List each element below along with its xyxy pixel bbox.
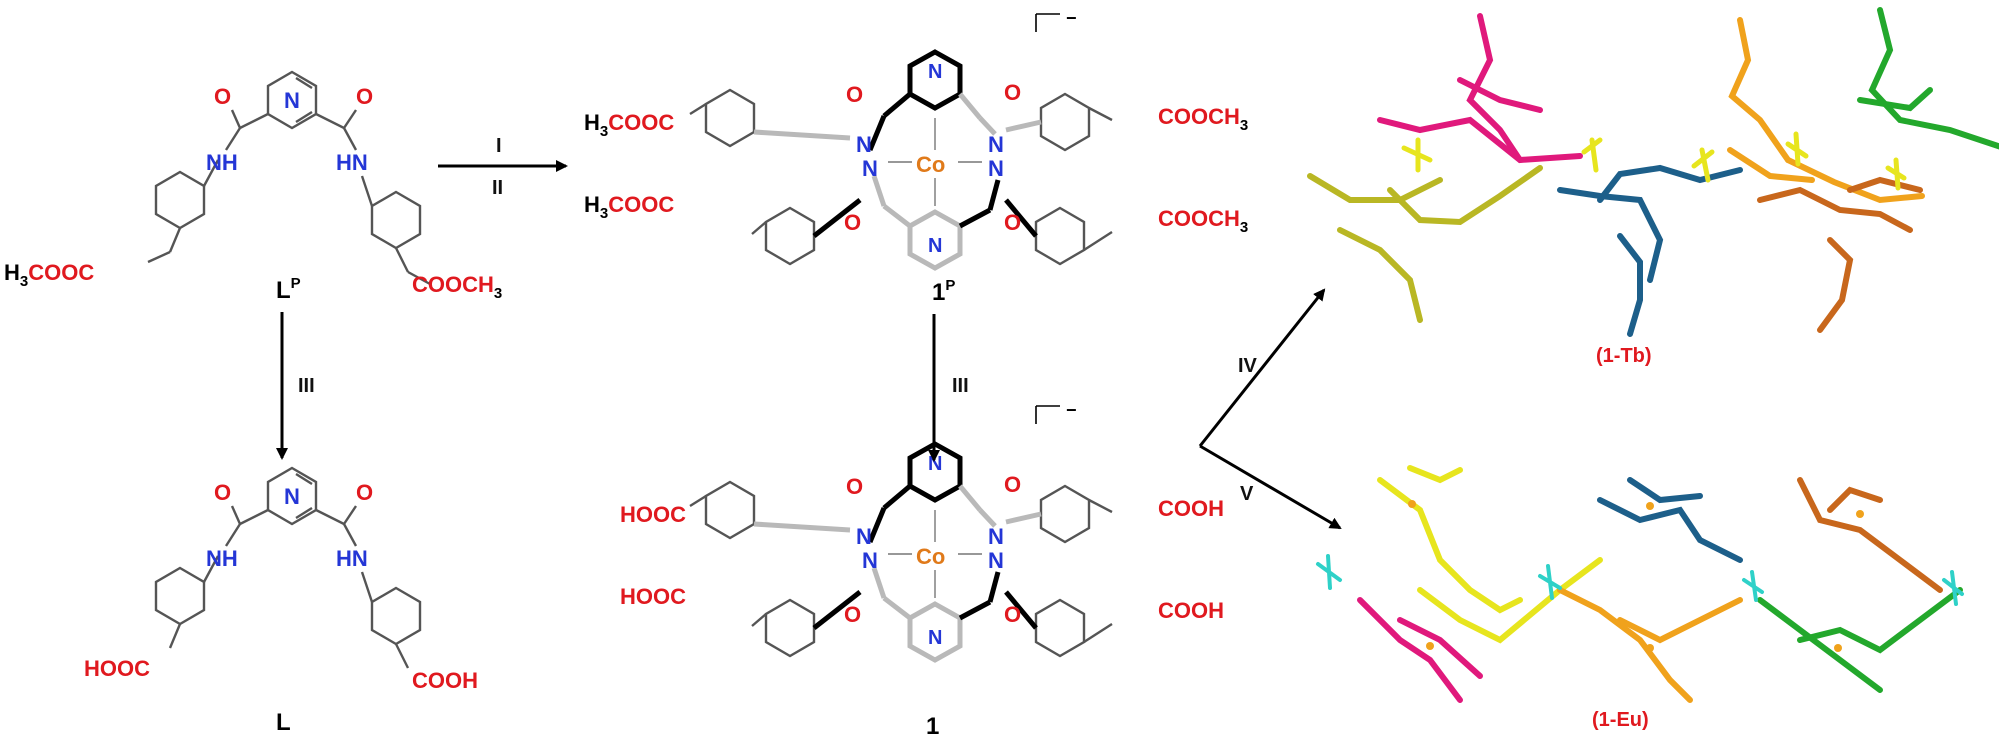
carbonyl-o-label: O [1004,602,1021,627]
ligand-l-structure: N O O NH HN HOOC COOH L [84,466,478,736]
arrow-step-iv [1198,288,1326,447]
amide-n-label: N [862,548,878,573]
ester-group-lower-left: H3COOC [584,192,674,222]
mof-label-1-tb: (1-Tb) [1596,345,1652,367]
carbonyl-o-label: O [844,602,861,627]
amide-hn-label: HN [336,150,368,175]
ester-group-lower-right: COOCH3 [1158,206,1248,236]
carbonyl-o-label: O [846,474,863,499]
amide-n-label: N [988,524,1004,549]
carbonyl-o-label: O [214,480,231,505]
ester-group-left: H3COOC [4,260,94,290]
charge-bracket [1035,13,1060,32]
carbonyl-o-label: O [1004,80,1021,105]
carbonyl-o-label: O [1004,210,1021,235]
amide-hn-label: HN [336,546,368,571]
step-label-i: I [496,135,502,157]
amide-n-label: N [988,132,1004,157]
amide-n-label: N [862,156,878,181]
acid-group-lower-left: HOOC [620,584,686,609]
pyridine-n-label: N [928,61,942,83]
carbonyl-o-label: O [214,84,231,109]
carbonyl-o-label: O [846,82,863,107]
amide-nh-label: NH [206,150,238,175]
compound-label-lp: LP [276,275,301,304]
charge-label: − [1066,8,1077,28]
step-label-iii-left: III [298,375,315,397]
acid-group-upper-left: HOOC [620,502,686,527]
complex-1-structure: N N N N N N Co O O O O HOOC HOOC COOH CO… [620,400,1224,740]
mof-1-tb-structure: (1-Tb) [1307,7,1999,367]
amide-n-label: N [856,524,872,549]
mof-1-eu-structure: (1-Eu) [1316,465,1964,731]
acid-group-left: HOOC [84,656,150,681]
carbonyl-o-label: O [356,84,373,109]
ester-group-right: COOCH3 [412,272,502,302]
acid-group-lower-right: COOH [1158,598,1224,623]
reaction-arrows: I II III III IV V [276,135,1342,530]
charge-label: − [1066,400,1077,420]
mof-label-1-eu: (1-Eu) [1592,709,1649,731]
carbonyl-o-label: O [1004,472,1021,497]
step-label-iv: IV [1238,355,1258,377]
ligand-lp-structure: N O O NH HN H3COOC COOCH3 LP [4,70,502,304]
pyridine-n-label: N [928,235,942,257]
compound-label-1p: 1P [932,277,955,306]
charge-bracket [1035,405,1060,424]
arrow-step-v [1199,444,1342,530]
cobalt-center-label: Co [916,544,945,569]
amide-n-label: N [988,156,1004,181]
cobalt-center-label: Co [916,152,945,177]
step-label-ii: II [492,177,503,199]
carbonyl-o-label: O [844,210,861,235]
acid-group-right: COOH [412,668,478,693]
pyridine-n-label: N [284,88,300,113]
pyridine-n-label: N [928,627,942,649]
complex-1p-structure: N N N N N N Co O O O O H3COOC H3COOC COO… [584,8,1248,306]
amide-nh-label: NH [206,546,238,571]
compound-label-l: L [276,709,291,736]
ester-group-upper-right: COOCH3 [1158,104,1248,134]
compound-label-1: 1 [926,713,939,740]
ester-group-upper-left: H3COOC [584,110,674,140]
amide-n-label: N [988,548,1004,573]
carbonyl-o-label: O [356,480,373,505]
amide-n-label: N [856,132,872,157]
step-label-v: V [1240,483,1254,505]
pyridine-n-label: N [284,484,300,509]
acid-group-upper-right: COOH [1158,496,1224,521]
step-label-iii-right: III [952,375,969,397]
